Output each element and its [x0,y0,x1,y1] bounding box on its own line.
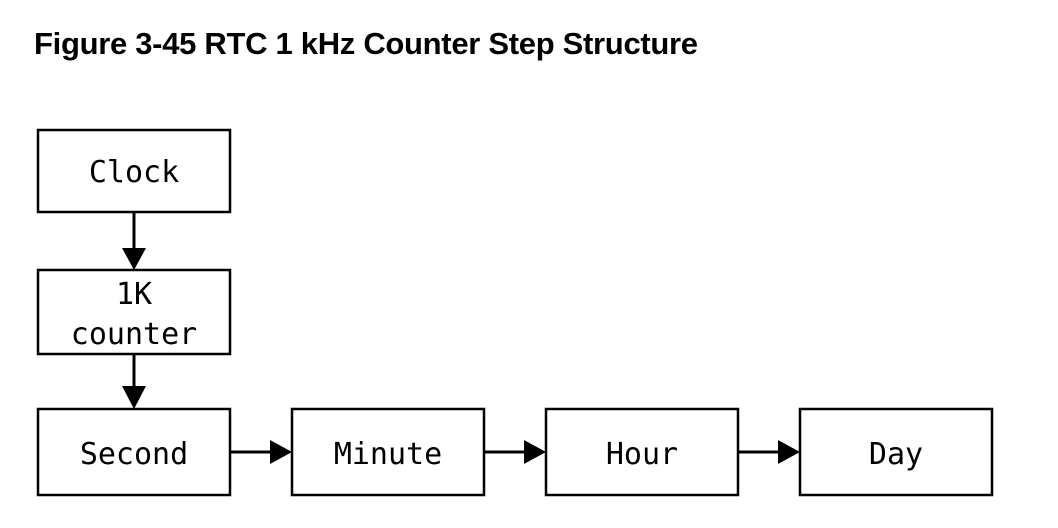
arrow-hour-to-day [738,440,800,464]
day-block: Day [798,407,994,497]
second-block: Second [36,407,232,497]
arrow-clock-to-counter [122,212,146,270]
arrow-minute-to-hour [484,440,546,464]
clock-label: Clock [89,155,179,190]
arrow-counter-to-second [122,354,146,409]
second-label: Second [80,437,188,472]
hour-label: Hour [606,437,678,472]
day-label: Day [869,437,923,472]
minute-block: Minute [290,407,486,497]
clock-block: Clock [36,128,232,214]
hour-block: Hour [544,407,740,497]
counter-label-line2: counter [71,317,197,352]
minute-label: Minute [334,437,442,472]
figure-title: Figure 3-45 RTC 1 kHz Counter Step Struc… [34,26,698,61]
counter-label-line1: 1K [116,277,152,312]
counter-block: 1K counter [36,268,232,356]
arrow-second-to-minute [230,440,292,464]
